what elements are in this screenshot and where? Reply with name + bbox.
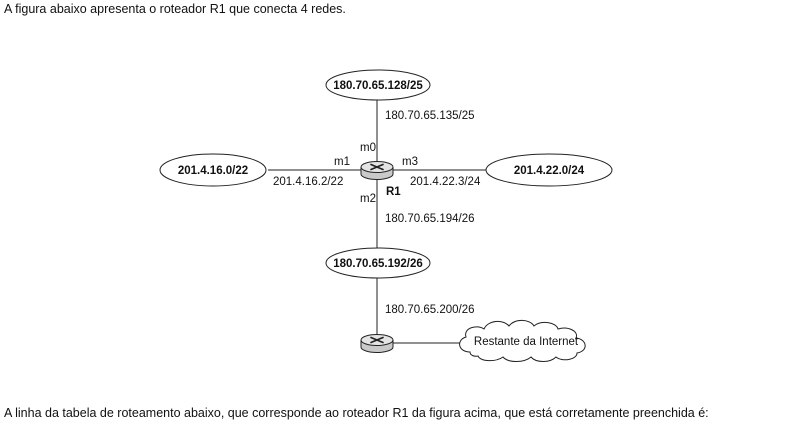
address-m2: 180.70.65.194/26 (385, 213, 475, 225)
router-r1-icon (360, 161, 394, 180)
network-top: 180.70.65.128/25 (325, 69, 431, 101)
interface-m3-label: m3 (402, 156, 418, 168)
address-gateway: 180.70.65.200/26 (385, 304, 475, 316)
network-top-label: 180.70.65.128/25 (333, 80, 423, 92)
interface-m1-label: m1 (334, 156, 350, 168)
network-right: 201.4.22.0/24 (485, 153, 613, 187)
network-diagram: 180.70.65.128/25 201.4.16.0/22 201.4.22.… (159, 69, 613, 362)
outro-text: A linha da tabela de roteamento abaixo, … (4, 406, 709, 420)
router-gateway-icon (360, 334, 394, 353)
address-m1: 201.4.16.2/22 (273, 176, 343, 188)
network-right-label: 201.4.22.0/24 (514, 165, 585, 177)
internet-cloud-icon: Restante da Internet (459, 319, 586, 362)
network-left-label: 201.4.16.0/22 (178, 165, 248, 177)
address-m0: 180.70.65.135/25 (385, 110, 475, 122)
internet-cloud-label: Restante da Internet (474, 336, 579, 348)
address-m3: 201.4.22.3/24 (410, 176, 481, 188)
intro-text: A figura abaixo apresenta o roteador R1 … (4, 2, 346, 16)
interface-m2-label: m2 (360, 193, 376, 205)
router-name-label: R1 (386, 186, 401, 198)
network-left: 201.4.16.0/22 (159, 153, 267, 187)
network-bottom-label: 180.70.65.192/26 (333, 258, 423, 270)
network-bottom: 180.70.65.192/26 (325, 247, 431, 279)
interface-m0-label: m0 (360, 142, 376, 154)
